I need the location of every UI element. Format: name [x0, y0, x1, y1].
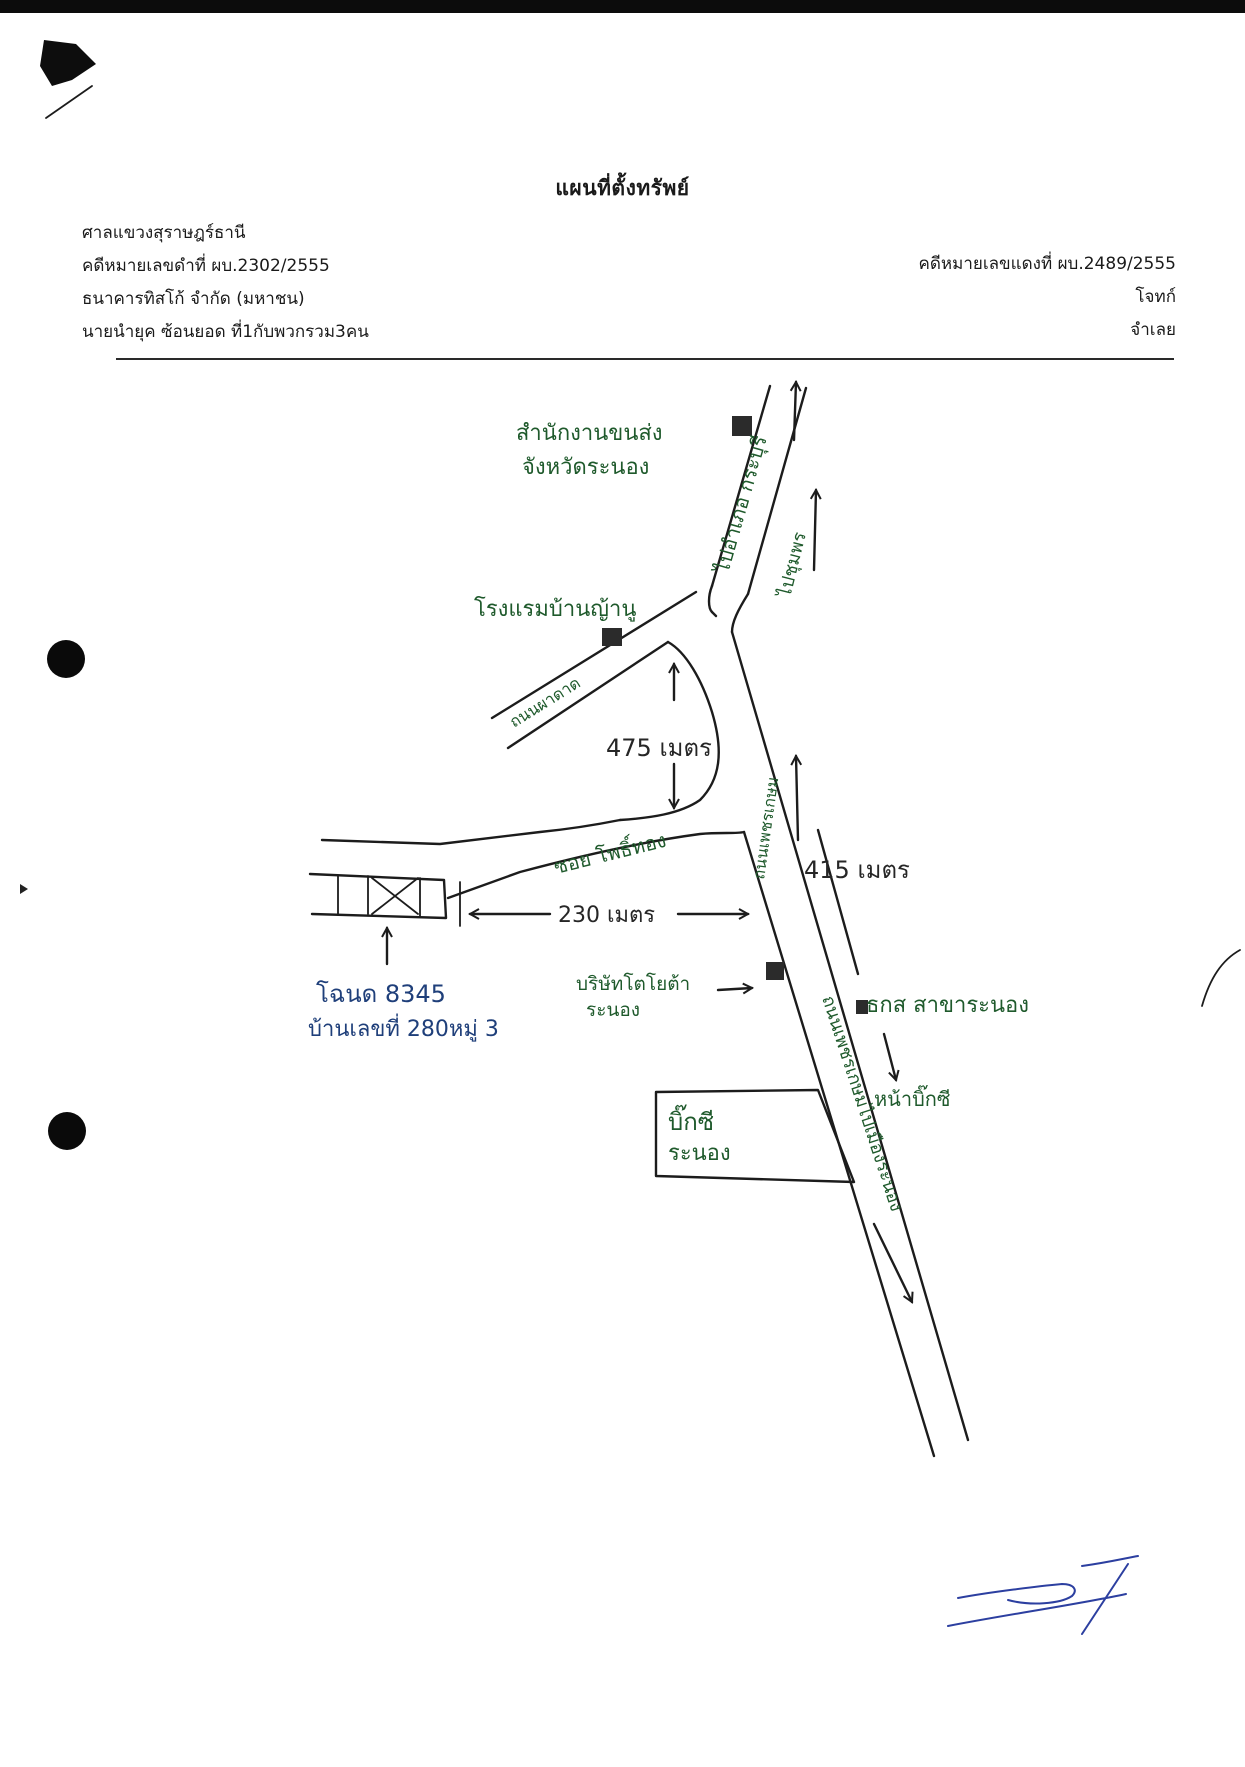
baac-marker	[856, 1000, 868, 1014]
main-road-stub	[710, 610, 718, 618]
toyota-marker	[766, 962, 784, 980]
big-c-label-2: ระนอง	[668, 1141, 731, 1166]
plaintiff-role: โจทก์	[1135, 287, 1176, 307]
baac-arrow	[882, 1032, 896, 1080]
plaintiff-name: ธนาคารทิสโก้ จำกัด (มหาชน)	[82, 289, 305, 309]
red-case-number: คดีหมายเลขแดงที่ ผบ.2489/2555	[918, 254, 1177, 274]
distance-415-label: 415 เมตร	[804, 856, 910, 884]
baac-label: ธกส สาขาระนอง	[866, 993, 1029, 1018]
junction-curve-left	[707, 584, 714, 614]
scan-top-border	[0, 0, 1245, 13]
main-road-right-edge	[730, 630, 970, 1442]
north-road-right-edge	[746, 386, 808, 596]
black-case-number: คดีหมายเลขดำที่ ผบ.2302/2555	[82, 256, 330, 276]
road-label-phet-kasem: ถนนเพชรเกษม	[749, 776, 782, 881]
toyota-label-2: ระนอง	[586, 999, 640, 1021]
corner-scratch	[45, 85, 93, 119]
highway-office-label-1: สำนักงานขนส่ง	[516, 421, 663, 446]
soi-upper-edge	[320, 818, 622, 846]
front-big-c-label: หน้าบิ๊กซี	[874, 1084, 950, 1111]
dist-415-up	[796, 756, 798, 842]
toyota-label-1: บริษัทโตโยต้า	[576, 972, 690, 995]
north-arrow-chumphon	[814, 490, 816, 572]
road-label-chumphon: ไปชุมพร	[773, 529, 811, 601]
distance-475-label: 475 เมตร	[606, 734, 712, 762]
north-arrow-krabur	[794, 382, 796, 442]
property-outline	[308, 872, 448, 920]
road-label-soi: ซอย โพธิ์ทอง	[551, 825, 669, 879]
property-deed-label: โฉนด 8345	[316, 980, 446, 1008]
hotel-label: โรงแรมบ้านญ้านู	[474, 596, 636, 622]
toyota-arrow	[716, 988, 752, 990]
property-address-label: บ้านเลขที่ 280หมู่ 3	[308, 1013, 499, 1042]
soi-lower-edge	[446, 830, 746, 900]
corner-artifact	[40, 40, 96, 86]
hotel-road-lower-edge	[506, 640, 670, 750]
defendant-name: นายนำยุค ซ้อนยอด ที่1กับพวกรวม3คน	[82, 322, 369, 342]
edge-mark	[20, 884, 28, 894]
road-label-krabur: ไปอำเภอ กระบุรี	[709, 433, 773, 578]
highway-office-marker	[732, 416, 752, 436]
distance-230-label: 230 เมตร	[558, 903, 655, 928]
punch-hole-bottom	[48, 1112, 86, 1150]
signature	[947, 1555, 1139, 1635]
north-road-left-edge	[710, 384, 772, 588]
defendant-role: จำเลย	[1130, 320, 1176, 340]
court-name: ศาลแขวงสุราษฎร์ธานี	[82, 223, 246, 243]
big-c-outline	[654, 1088, 856, 1184]
loop-road-edge	[618, 640, 720, 822]
hotel-road-upper-edge	[490, 590, 698, 720]
property-dividers	[337, 875, 421, 917]
junction-curve-right	[730, 592, 750, 634]
header-divider	[116, 358, 1174, 360]
margin-mark	[1201, 949, 1241, 1007]
south-arrow	[872, 1222, 912, 1302]
highway-office-label-2: จังหวัดระนอง	[522, 455, 649, 480]
document-title: แผนที่ตั้งทรัพย์	[555, 176, 690, 200]
property-x-mark	[371, 877, 419, 915]
hotel-marker	[602, 628, 622, 646]
punch-hole-top	[47, 640, 85, 678]
big-c-label-1: บิ๊กซี	[668, 1104, 714, 1136]
dist-415-guide	[816, 828, 860, 976]
